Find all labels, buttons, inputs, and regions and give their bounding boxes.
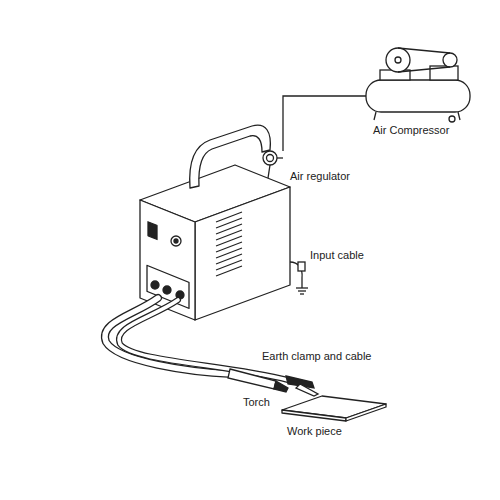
part-label: Input cable bbox=[310, 249, 364, 262]
air-hose bbox=[283, 96, 366, 151]
torch bbox=[274, 381, 288, 392]
vent-grille bbox=[216, 260, 242, 270]
part-label: Air regulator bbox=[290, 170, 350, 183]
machine-housing bbox=[151, 281, 159, 289]
air-regulator bbox=[267, 155, 274, 162]
air-compressor bbox=[366, 48, 470, 122]
earth-cable bbox=[119, 300, 288, 380]
work-piece bbox=[282, 396, 386, 421]
vent-grille bbox=[216, 224, 242, 234]
vent-grille bbox=[216, 248, 242, 258]
vent-grille bbox=[216, 254, 242, 264]
input-cable bbox=[301, 278, 302, 288]
air-regulator bbox=[277, 157, 283, 158]
part-label: Air Compressor bbox=[373, 124, 449, 137]
torch bbox=[228, 369, 276, 389]
earth-cable bbox=[119, 300, 288, 380]
input-cable bbox=[296, 287, 308, 288]
earth-clamp bbox=[296, 384, 318, 396]
air-compressor bbox=[395, 57, 401, 63]
input-cable bbox=[300, 293, 304, 294]
air-compressor bbox=[458, 112, 460, 120]
air-compressor bbox=[398, 48, 450, 53]
air-compressor bbox=[443, 53, 457, 67]
air-compressor bbox=[398, 67, 450, 72]
input-cable bbox=[298, 262, 305, 271]
vent-grille bbox=[216, 218, 242, 228]
earth-cable bbox=[119, 300, 288, 380]
input-cable bbox=[290, 262, 308, 294]
air-compressor bbox=[449, 116, 455, 122]
input-cable bbox=[298, 290, 306, 291]
earth-clamp bbox=[286, 376, 318, 396]
machine-housing bbox=[148, 222, 157, 240]
vent-grille bbox=[216, 236, 242, 246]
air-regulator bbox=[263, 151, 277, 165]
machine-housing bbox=[171, 236, 181, 246]
vent-grille bbox=[216, 266, 242, 276]
vent-grille bbox=[216, 212, 242, 222]
air-compressor bbox=[366, 80, 470, 112]
vent-grille bbox=[216, 212, 242, 276]
air-compressor bbox=[386, 48, 410, 72]
machine-housing bbox=[174, 239, 178, 243]
part-label: Work piece bbox=[287, 425, 342, 438]
machine-housing bbox=[140, 125, 290, 320]
part-label: Torch bbox=[243, 396, 270, 409]
air-regulator bbox=[263, 151, 283, 178]
air-regulator bbox=[268, 165, 270, 178]
work-piece bbox=[346, 404, 386, 421]
work-piece bbox=[282, 410, 346, 421]
part-label: Earth clamp and cable bbox=[262, 350, 371, 363]
air-hose bbox=[283, 96, 366, 151]
vent-grille bbox=[216, 230, 242, 240]
machine-housing bbox=[190, 125, 271, 188]
machine-housing bbox=[195, 187, 290, 320]
air-compressor bbox=[374, 112, 376, 120]
torch bbox=[228, 369, 288, 392]
vent-grille bbox=[216, 242, 242, 252]
machine-housing bbox=[163, 286, 171, 294]
